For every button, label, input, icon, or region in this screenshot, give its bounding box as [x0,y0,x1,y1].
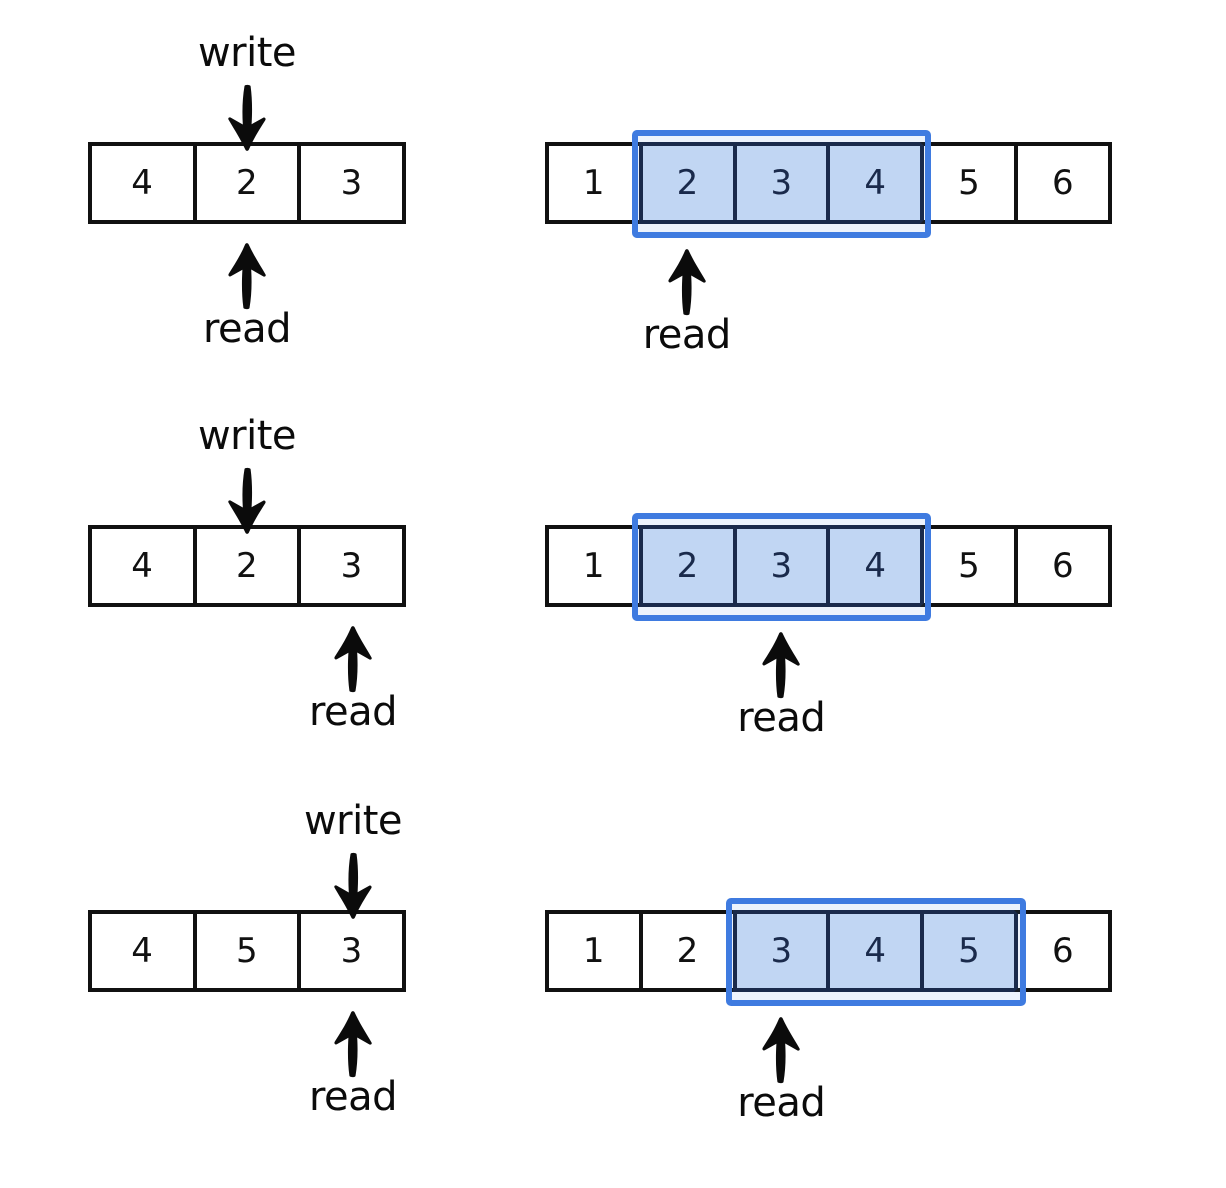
array-cell[interactable]: 3 [297,525,407,607]
array-cell[interactable]: 2 [192,525,298,607]
read-label-left: read [308,689,398,735]
array-cell-highlighted[interactable]: 2 [638,142,733,224]
array-cell-highlighted[interactable]: 5 [920,910,1015,992]
array-cell-highlighted[interactable]: 3 [732,142,827,224]
array-cell-highlighted[interactable]: 2 [638,525,733,607]
arrow-up-icon [224,238,270,310]
array-cell[interactable]: 3 [297,910,407,992]
write-label-left: write [197,413,297,459]
write-label-left: write [197,30,297,76]
arrow-up-icon [330,1006,376,1078]
array-cell-highlighted[interactable]: 4 [826,142,921,224]
array-cell-highlighted[interactable]: 4 [826,525,921,607]
array-cell-highlighted[interactable]: 3 [732,910,827,992]
array-cell[interactable]: 5 [920,525,1015,607]
array-cell[interactable]: 5 [192,910,298,992]
array-cell-highlighted[interactable]: 3 [732,525,827,607]
array-cell[interactable]: 1 [545,910,639,992]
array-cell[interactable]: 1 [545,525,639,607]
array-cell[interactable]: 6 [1014,525,1112,607]
arrow-up-icon [330,621,376,693]
arrow-up-icon [664,244,710,316]
array-cell[interactable]: 6 [1014,142,1112,224]
array-cell[interactable]: 4 [88,142,193,224]
write-label-left: write [303,798,403,844]
array-cell[interactable]: 4 [88,525,193,607]
array-cell[interactable]: 4 [88,910,193,992]
read-label-left: read [308,1074,398,1120]
read-label-right: read [737,1080,826,1126]
array-cell[interactable]: 5 [920,142,1015,224]
array-cell[interactable]: 3 [297,142,407,224]
read-label-left: read [202,306,292,352]
read-label-right: read [642,312,732,358]
arrow-up-icon [758,627,804,699]
array-cell-highlighted[interactable]: 4 [826,910,921,992]
read-label-right: read [737,695,826,741]
array-cell[interactable]: 2 [192,142,298,224]
array-cell[interactable]: 6 [1014,910,1112,992]
array-cell[interactable]: 1 [545,142,639,224]
array-cell[interactable]: 2 [638,910,733,992]
arrow-up-icon [758,1012,804,1084]
